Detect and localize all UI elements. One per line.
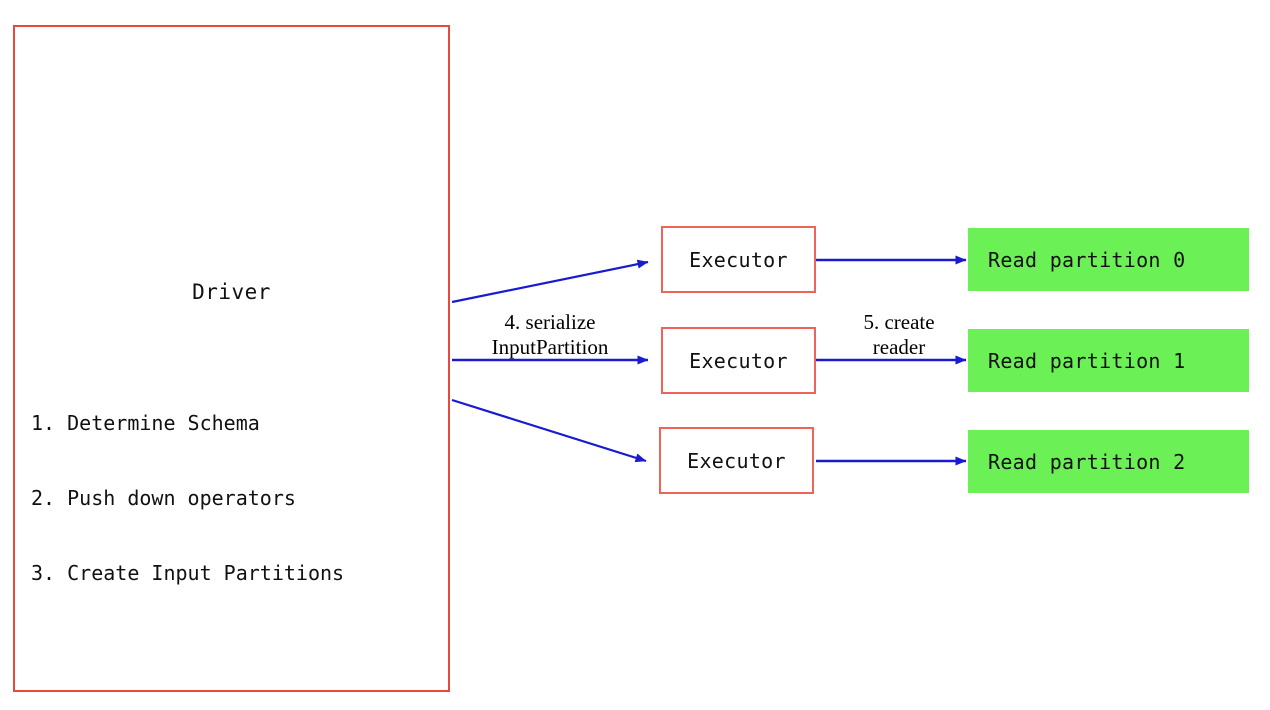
edge-label-create-reader: 5. create reader — [863, 310, 935, 359]
read-partition-box-0: Read partition 0 — [968, 228, 1249, 291]
driver-step-3: 3. Create Input Partitions — [31, 561, 345, 585]
arrow-driver-to-executor-0 — [451, 259, 649, 304]
executor-box-2: Executor — [659, 427, 814, 494]
edge-label-serialize-inputpartition: 4. serialize InputPartition — [491, 310, 609, 359]
read-partition-box-1: Read partition 1 — [968, 329, 1249, 392]
driver-step-2: 2. Push down operators — [31, 486, 296, 510]
driver-box: Driver 1. Determine Schema 2. Push down … — [13, 25, 450, 692]
driver-steps-list: 1. Determine Schema 2. Push down operato… — [31, 361, 344, 636]
executor-box-0: Executor — [661, 226, 816, 293]
arrow-driver-to-executor-2 — [451, 398, 647, 463]
driver-step-1: 1. Determine Schema — [31, 411, 260, 435]
executor-box-1: Executor — [661, 327, 816, 394]
driver-title: Driver — [192, 280, 271, 304]
read-partition-box-2: Read partition 2 — [968, 430, 1249, 493]
